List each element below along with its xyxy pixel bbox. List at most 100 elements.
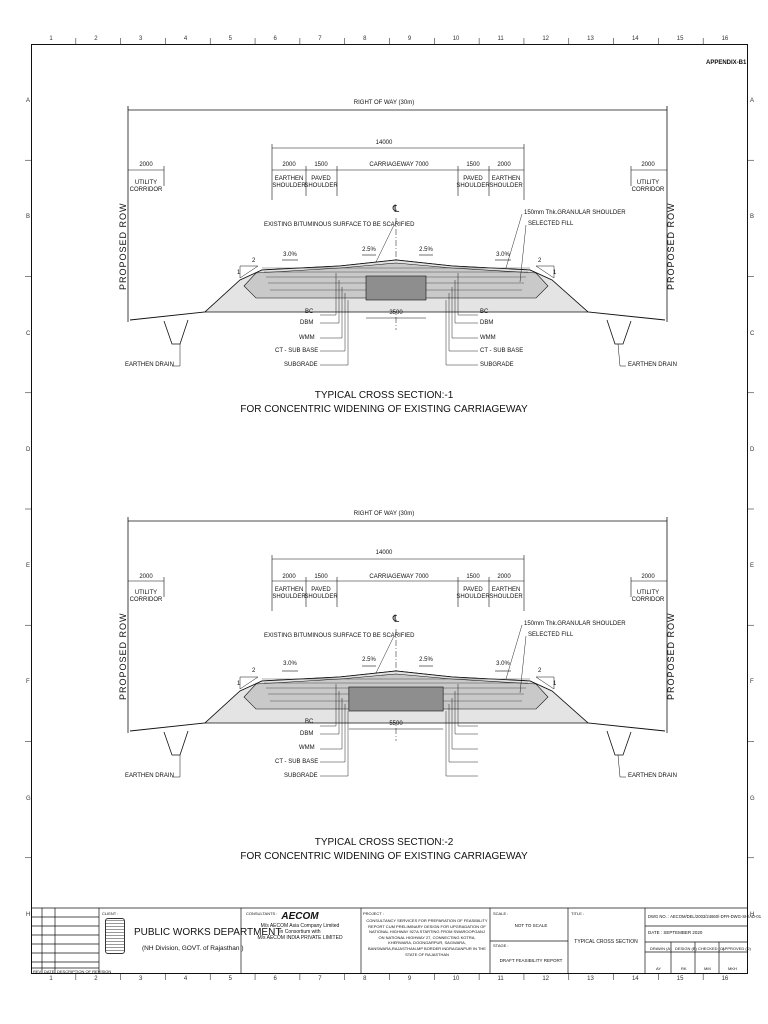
grid-row-right-E: E bbox=[750, 563, 755, 570]
cross-section-1-geometry bbox=[127, 106, 668, 367]
grid-row-left-A: A bbox=[26, 98, 31, 105]
design-value: RK bbox=[681, 966, 687, 971]
layer-subgrade-right: SUBGRADE bbox=[480, 362, 514, 368]
aecom-logo: AECOM bbox=[281, 911, 319, 922]
proposed-row-left: PROPOSED ROW bbox=[118, 202, 128, 290]
layer-leader-left bbox=[320, 691, 340, 735]
proposed-row-right: PROPOSED ROW bbox=[666, 202, 676, 290]
grid-col-top-10: 10 bbox=[452, 36, 460, 42]
earthen-drain-right: EARTHEN DRAIN bbox=[628, 362, 677, 368]
row-width-label: RIGHT OF WAY (30m) bbox=[353, 511, 415, 517]
layer-subgrade: SUBGRADE bbox=[284, 773, 318, 779]
consultant-line3: M/s AECOM INDIA PRIVATE LIMITED bbox=[257, 935, 343, 941]
earthen-drain-left bbox=[163, 730, 189, 756]
layer-leader-left bbox=[320, 293, 346, 352]
layer-leader-right bbox=[445, 300, 478, 366]
grid-row-left-E: E bbox=[26, 563, 31, 570]
design-header: DESIGN (B) bbox=[675, 946, 697, 951]
grid-col-bottom-8: 8 bbox=[363, 976, 367, 982]
layer-leader-left bbox=[320, 684, 337, 727]
grid-row-left-G: G bbox=[26, 795, 31, 802]
grid-col-bottom-15: 15 bbox=[676, 976, 684, 982]
layer-ctsb: CT - SUB BASE bbox=[275, 759, 319, 765]
utility-corridor-left: UTILITY CORRIDOR bbox=[129, 590, 163, 603]
layer-leader-right bbox=[445, 711, 478, 777]
layer-leader-right bbox=[454, 691, 478, 735]
grid-col-top-15: 15 bbox=[676, 36, 684, 42]
earthen-shoulder-left: EARTHEN SHOULDER bbox=[272, 176, 306, 189]
side-slope-h-right: 2 bbox=[538, 668, 542, 674]
side-slope-h-left: 2 bbox=[252, 258, 256, 264]
grid-col-bottom-2: 2 bbox=[94, 976, 98, 982]
grid-col-top-14: 14 bbox=[631, 36, 639, 42]
shoulder-slope-left: 3.0% bbox=[283, 252, 297, 258]
shoulder-slope-right: 3.0% bbox=[496, 252, 510, 258]
earthen-width-right: 2000 bbox=[497, 162, 511, 168]
layer-leader-left bbox=[320, 287, 343, 339]
layer-leader-left bbox=[320, 711, 349, 777]
granular-shoulder-note: 150mm Thk.GRANULAR SHOULDER bbox=[524, 621, 626, 627]
grid-col-top-13: 13 bbox=[587, 36, 594, 42]
layer-wmm: WMM bbox=[299, 745, 315, 751]
checked-value: MM bbox=[704, 966, 711, 971]
utility-corridor-right: UTILITY CORRIDOR bbox=[631, 180, 665, 193]
shoulder-slope-right: 3.0% bbox=[496, 661, 510, 667]
grid-row-right-D: D bbox=[750, 446, 755, 453]
grid-col-top-3: 3 bbox=[139, 36, 143, 42]
note-leader bbox=[519, 224, 527, 283]
grid-row-right-B: B bbox=[750, 214, 755, 221]
drain-leader bbox=[617, 754, 626, 778]
grid-row-left-C: C bbox=[26, 330, 31, 337]
title-block-lines bbox=[31, 907, 748, 974]
side-slope-triangle bbox=[239, 676, 259, 690]
side-slope-triangle bbox=[535, 265, 555, 279]
grid-col-top-1: 1 bbox=[49, 36, 53, 42]
paved-shoulder-right: PAVED SHOULDER bbox=[456, 587, 490, 600]
carriageway-label: CARRIAGEWAY 7000 bbox=[369, 574, 429, 580]
existing-width: 5500 bbox=[389, 721, 403, 727]
earthen-drain-left: EARTHEN DRAIN bbox=[125, 362, 174, 368]
layer-leader-right bbox=[451, 698, 478, 750]
layer-bc-right: BC bbox=[480, 309, 489, 315]
proposed-row-left: PROPOSED ROW bbox=[118, 612, 128, 700]
layer-dbm: DBM bbox=[300, 731, 314, 737]
revision-desc-header: DESCRIPTION OF REVISION bbox=[57, 969, 112, 974]
utility-width-left: 2000 bbox=[139, 574, 153, 580]
earthen-drain-right bbox=[606, 319, 632, 345]
drawn-value: AY bbox=[656, 966, 662, 971]
grid-col-top-12: 12 bbox=[542, 36, 550, 42]
grid-col-bottom-10: 10 bbox=[452, 976, 460, 982]
layer-ctsb-right: CT - SUB BASE bbox=[480, 348, 524, 354]
client-sub: (NH Division, GOVT. of Rajasthan ) bbox=[142, 945, 244, 952]
proposed-row-right: PROPOSED ROW bbox=[666, 612, 676, 700]
centerline-symbol: ℄ bbox=[392, 204, 400, 215]
drawing-date: DATE : SEPTEMBER 2020 bbox=[648, 930, 703, 935]
paved-width-left: 1500 bbox=[314, 574, 328, 580]
drain-leader bbox=[172, 344, 181, 367]
layer-leader-right bbox=[448, 293, 478, 352]
layer-leader-left bbox=[320, 704, 346, 763]
layer-dbm-left: DBM bbox=[300, 320, 314, 326]
existing-carriageway bbox=[348, 686, 444, 712]
section-title-2: TYPICAL CROSS SECTION:-2 FOR CONCENTRIC … bbox=[240, 836, 527, 864]
consultant-line1: M/s AECOM Asia Company Limited bbox=[260, 923, 340, 929]
cross-section-2-geometry bbox=[127, 517, 668, 778]
grid-col-top-5: 5 bbox=[228, 36, 232, 42]
utility-corridor-right: UTILITY CORRIDOR bbox=[631, 590, 665, 603]
grid-ticks bbox=[25, 38, 754, 980]
existing-surface-note: EXISTING BITUMINOUS SURFACE TO BE SCARIF… bbox=[264, 222, 415, 228]
note-leader bbox=[375, 224, 395, 263]
paved-shoulder-right: PAVED SHOULDER bbox=[456, 176, 490, 189]
grid-col-top-4: 4 bbox=[183, 36, 188, 42]
note-leader bbox=[505, 624, 523, 680]
earthen-shoulder-left: EARTHEN SHOULDER bbox=[272, 587, 306, 600]
camber-left: 2.5% bbox=[362, 657, 376, 663]
consultant-line2: in Consortium with bbox=[279, 929, 321, 935]
grid-col-top-8: 8 bbox=[363, 36, 367, 42]
paved-width-left: 1500 bbox=[314, 162, 328, 168]
grid-row-right-H: H bbox=[750, 911, 755, 918]
existing-carriageway bbox=[365, 275, 427, 301]
layer-leader-right bbox=[457, 684, 478, 727]
grid-row-left-D: D bbox=[26, 446, 31, 453]
note-leader bbox=[375, 635, 395, 674]
